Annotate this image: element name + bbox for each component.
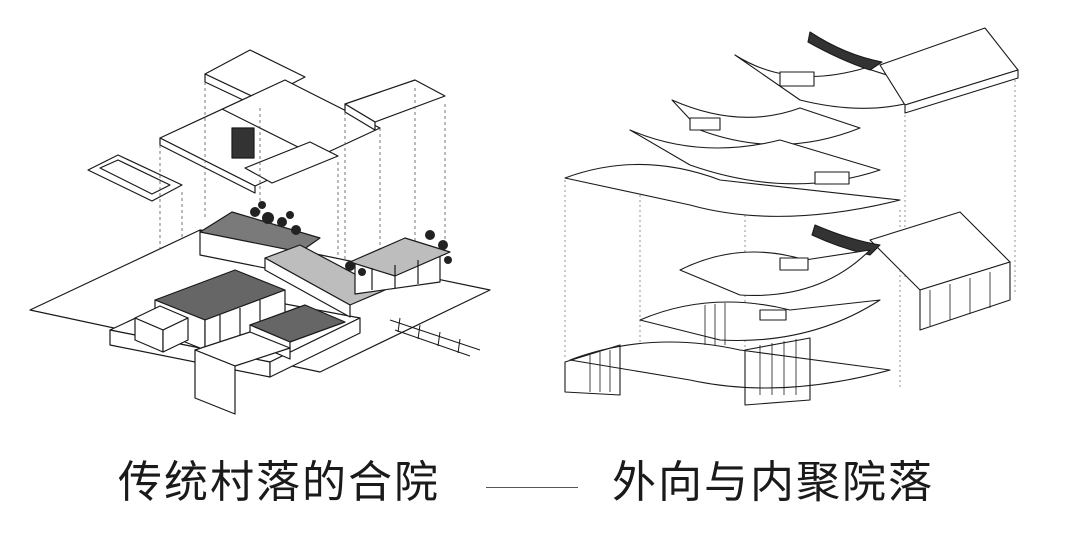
lower-buildings (564, 211, 1011, 406)
roof-hatch (231, 127, 255, 159)
curved-roof-3 (629, 129, 881, 185)
exploded-roofs (87, 49, 446, 202)
right-courtyard-axonometric (564, 27, 1019, 406)
lower-curved-roof-1 (679, 249, 871, 296)
curved-roof-2 (671, 99, 861, 146)
floating-roof-left-small (87, 154, 183, 202)
diagram-figure (29, 27, 1019, 415)
upper-roofs (564, 27, 1019, 217)
railing (389, 317, 481, 357)
projection-lines (159, 82, 446, 270)
curved-roof-4 (564, 163, 901, 217)
main-hall-roof (199, 211, 321, 253)
caption-right: 外向与内聚院落 (612, 457, 934, 508)
lower-curved-roof-3 (569, 341, 891, 389)
east-house-roof (349, 237, 451, 277)
floating-roof-mid (244, 141, 339, 184)
left-courtyard-axonometric (29, 49, 491, 415)
trees (250, 201, 452, 276)
caption-left: 传统村落的合院 (118, 457, 440, 508)
caption-dash-separator (486, 487, 578, 488)
